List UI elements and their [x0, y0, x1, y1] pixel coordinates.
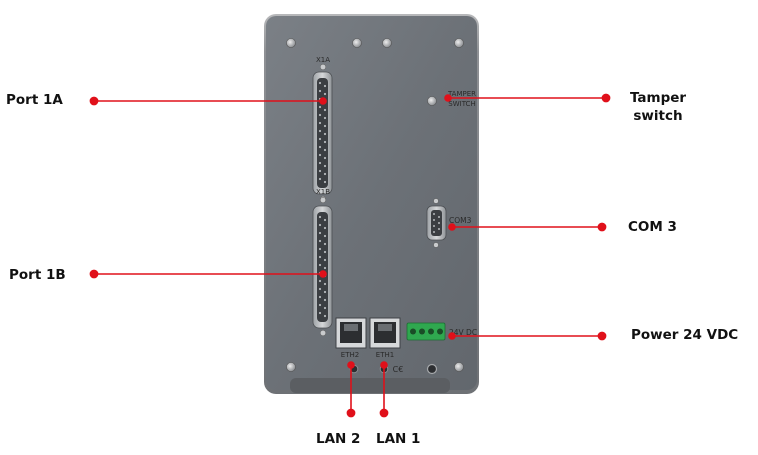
callout-line-power [448, 331, 607, 341]
silk-switch: SWITCH [448, 100, 475, 108]
screw-icon [286, 362, 296, 372]
callout-line-lan1 [379, 361, 389, 418]
screw-icon [286, 38, 296, 48]
callout-line-lan2 [346, 361, 356, 418]
mounting-screws [286, 38, 464, 372]
screw-icon [352, 38, 362, 48]
tamper-switch [427, 96, 437, 106]
silk-eth2: ETH2 [341, 351, 359, 359]
com3-connector [426, 198, 447, 248]
screw-icon [454, 38, 464, 48]
callout-label-lan2: LAN 2 [316, 431, 361, 447]
callout-label-tamper-line2: switch [633, 108, 683, 124]
callout-label-lan1: LAN 1 [376, 431, 421, 447]
callout-label-com3: COM 3 [628, 219, 677, 235]
silk-ce-mark: C€ [393, 365, 404, 374]
eth1-port [369, 317, 401, 349]
screw-icon [382, 38, 392, 48]
callout-line-tamper-switch [444, 93, 611, 103]
callout-label-port-1b: Port 1B [9, 267, 66, 283]
silk-tamper: TAMPER [447, 90, 476, 98]
callout-label-tamper-line1: Tamper [629, 90, 687, 106]
callout-line-port-1b [89, 269, 327, 279]
screw-icon [454, 362, 464, 372]
callout-line-port-1a [89, 96, 327, 106]
port-x1a-connector [312, 63, 333, 203]
silk-x1a: X1A [316, 56, 330, 64]
eth2-port [335, 317, 367, 349]
port-x1b-connector [312, 196, 333, 337]
silk-eth1: ETH1 [376, 351, 394, 359]
callout-line-com3 [448, 222, 607, 232]
callout-label-tamper-switch: Tamper switch [618, 89, 698, 125]
silk-x1b: X1B [316, 188, 330, 196]
silk-power: 24V DC [449, 328, 477, 337]
silk-com3: COM3 [449, 216, 472, 225]
power-terminal-block [406, 322, 446, 341]
callout-label-port-1a: Port 1A [6, 92, 63, 108]
callout-label-power: Power 24 VDC [631, 327, 739, 343]
